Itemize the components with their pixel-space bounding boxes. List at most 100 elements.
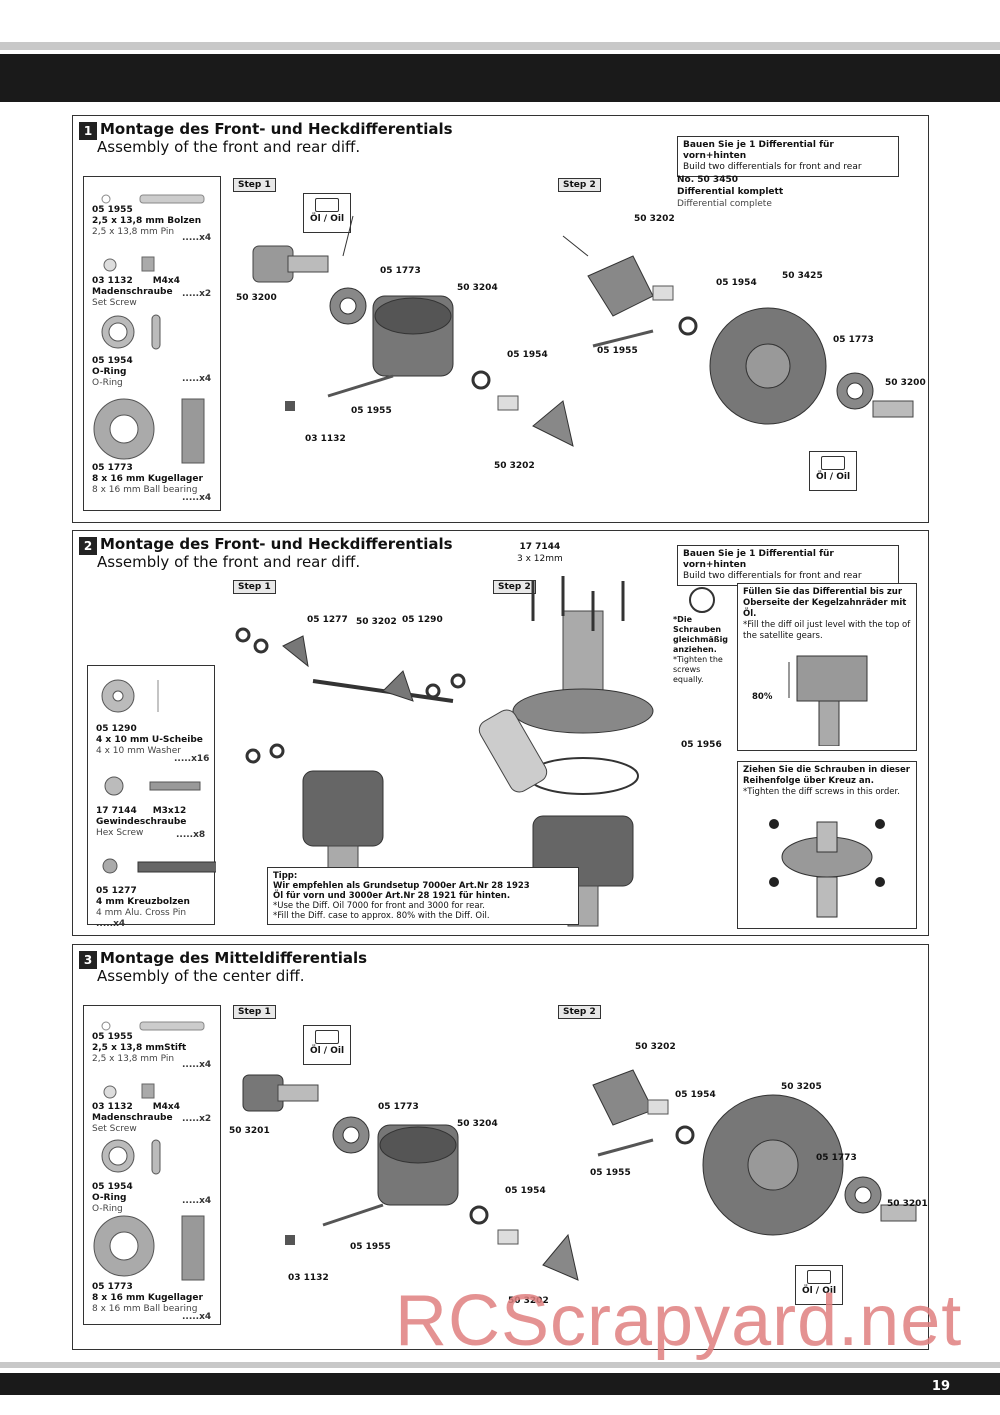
part-qty: .....x4 xyxy=(182,374,212,384)
part-callout: 05 1773 xyxy=(380,266,421,276)
part-code: 05 1290 xyxy=(96,724,137,734)
part-callout: 05 1955 xyxy=(590,1168,631,1178)
part-code: 17 7144 xyxy=(96,806,137,816)
oil-label: Öl / Oil xyxy=(815,472,851,482)
part-callout: 05 1956 xyxy=(681,740,722,750)
screw-callout: 17 7144 3 x 12mm xyxy=(517,541,563,565)
step-1-tag: Step 1 xyxy=(233,580,276,594)
oil-can-icon xyxy=(821,456,845,470)
part-callout: 05 1773 xyxy=(378,1102,419,1112)
part-qty: .....x2 xyxy=(182,289,212,299)
step-2-tag: Step 2 xyxy=(558,178,601,192)
part-qty: .....x4 xyxy=(182,1196,212,1206)
screw-order-note: Ziehen Sie die Schrauben in dieser Reihe… xyxy=(737,761,917,929)
note-en: Build two differentials for front and re… xyxy=(683,571,862,581)
section-title-de: Montage des Front- und Heckdifferentials xyxy=(100,120,453,138)
part-05-1954: 05 1954 O-Ring O-Ring xyxy=(92,356,133,389)
fill-de: Füllen Sie das Differential bis zur Ober… xyxy=(743,587,907,619)
part-code: 05 1277 xyxy=(96,886,137,896)
parts-list: 05 1955 2,5 x 13,8 mmStift 2,5 x 13,8 mm… xyxy=(83,1005,221,1325)
part-callout: 50 3202 xyxy=(356,617,397,627)
section-title-de: Montage des Mitteldifferentials xyxy=(100,949,368,967)
order-de: Ziehen Sie die Schrauben in dieser Reihe… xyxy=(743,765,910,786)
part-qty: .....x4 xyxy=(182,493,212,503)
part-qty: .....x4 xyxy=(96,919,126,929)
tip-en-line-2: *Fill the Diff. case to approx. 80% with… xyxy=(273,911,490,921)
oil-can-icon xyxy=(315,198,339,212)
exploded-diagram-3 xyxy=(242,1069,917,1281)
parts-illustrations xyxy=(93,1021,205,1281)
part-name-de: 4 mm Kreuzbolzen xyxy=(96,897,190,907)
part-callout: 50 3425 xyxy=(782,271,823,281)
part-qty: .....x4 xyxy=(182,1312,212,1322)
note-de: Bauen Sie je 1 Differential für vorn+hin… xyxy=(683,140,834,161)
oil-level-illustration xyxy=(788,655,868,746)
part-name-de: O-Ring xyxy=(92,367,127,377)
part-callout: 50 3204 xyxy=(457,1119,498,1129)
part-name-en: O-Ring xyxy=(92,1204,123,1214)
part-name-en: Set Screw xyxy=(92,1124,137,1134)
part-callout: 50 3202 xyxy=(494,461,535,471)
tip-en-line-1: *Use the Diff. Oil 7000 for front and 30… xyxy=(273,901,485,911)
part-callout: 05 1954 xyxy=(505,1186,546,1196)
section-title-en: Assembly of the front and rear diff. xyxy=(97,553,361,571)
tip-box: Tipp: Wir empfehlen als Grundsetup 7000e… xyxy=(267,867,579,925)
part-callout: 05 1955 xyxy=(351,406,392,416)
part-callout: 50 3201 xyxy=(229,1126,270,1136)
part-name-en: 2,5 x 13,8 mm Pin xyxy=(92,1054,175,1064)
tip-heading: Tipp: xyxy=(273,871,298,881)
part-callout: 50 3202 xyxy=(634,214,675,224)
part-name-en: 4 mm Alu. Cross Pin xyxy=(96,908,187,918)
oil-can-icon xyxy=(807,1270,831,1284)
part-name-de: Madenschraube xyxy=(92,1113,173,1123)
part-callout: 50 3205 xyxy=(781,1082,822,1092)
part-code: 05 1955 xyxy=(92,1032,133,1042)
step-1-tag: Step 1 xyxy=(233,178,276,192)
part-code: 05 1954 xyxy=(92,1182,133,1192)
screw-order-illustration xyxy=(769,819,885,918)
parts-list: 05 1290 4 x 10 mm U-Scheibe 4 x 10 mm Wa… xyxy=(87,665,216,929)
part-name-de: 8 x 16 mm Kugellager xyxy=(92,474,203,484)
screw-size: 3 x 12mm xyxy=(517,554,563,564)
oil-label: Öl / Oil xyxy=(309,1046,345,1056)
note-en: Build two differentials for front and re… xyxy=(683,162,862,172)
part-05-1277: 05 1277 4 mm Kreuzbolzen 4 mm Alu. Cross… xyxy=(96,886,214,930)
part-05-1955: 05 1955 2,5 x 13,8 mmStift 2,5 x 13,8 mm… xyxy=(92,1032,186,1065)
complete-de: Differential komplett xyxy=(677,187,784,197)
part-callout: 50 3200 xyxy=(885,378,926,388)
part-code: 05 1955 xyxy=(92,205,133,215)
part-name-en: Hex Screw xyxy=(96,828,144,838)
part-05-1290: 05 1290 4 x 10 mm U-Scheibe 4 x 10 mm Wa… xyxy=(96,724,203,757)
oil-label: Öl / Oil xyxy=(309,214,345,224)
part-code: 03 1132 xyxy=(92,276,133,286)
note-de: Bauen Sie je 1 Differential für vorn+hin… xyxy=(683,549,834,570)
oil-callout: Öl / Oil xyxy=(809,451,857,491)
tip-de-line-2: Öl für vorn und 3000er Art.Nr 28 1921 fü… xyxy=(273,891,511,901)
parts-illustrations xyxy=(93,194,205,464)
watermark: RCScrapyard.net xyxy=(395,1281,963,1361)
parts-list: 05 1955 2,5 x 13,8 mm Bolzen 2,5 x 13,8 … xyxy=(83,176,221,511)
part-size: M3x12 xyxy=(152,806,187,816)
section-title-en: Assembly of the center diff. xyxy=(97,967,305,985)
part-qty: .....x4 xyxy=(182,1060,212,1070)
step-1-tag: Step 1 xyxy=(233,1005,276,1019)
part-name-de: O-Ring xyxy=(92,1193,127,1203)
oil-callout: Öl / Oil xyxy=(303,1025,351,1065)
part-qty: .....x16 xyxy=(174,754,210,764)
footer-grey-bar xyxy=(0,1362,1000,1368)
order-en: *Tighten the diff screws in this order. xyxy=(743,787,900,797)
page-number: 19 xyxy=(931,1379,950,1394)
complete-en: Differential complete xyxy=(677,199,772,209)
part-callout: 05 1290 xyxy=(402,615,443,625)
part-name-en: O-Ring xyxy=(92,378,123,388)
part-name-en: 4 x 10 mm Washer xyxy=(96,746,181,756)
part-callout: 05 1773 xyxy=(833,335,874,345)
step-2-tag: Step 2 xyxy=(493,580,536,594)
